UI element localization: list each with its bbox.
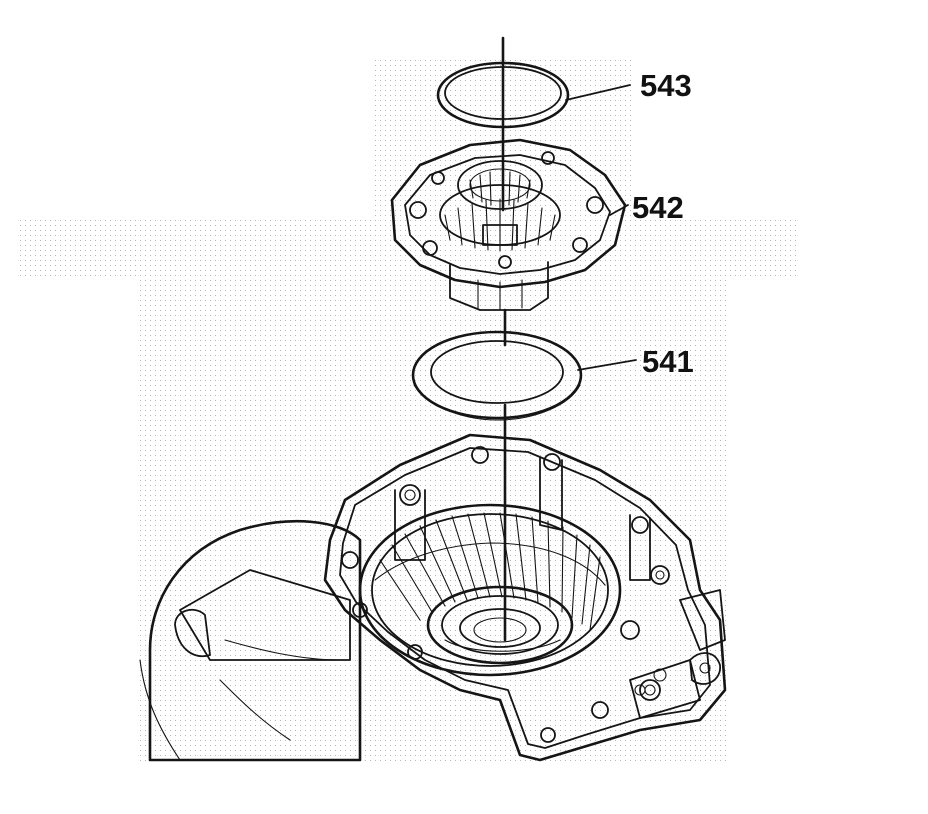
callout-541: 541: [642, 344, 694, 379]
callout-leaders: [565, 84, 637, 371]
ring-gear-teeth: [374, 512, 606, 631]
callout-543: 543: [640, 68, 692, 103]
flange-bolt-holes: [341, 446, 670, 743]
part-541-gasket: [411, 330, 583, 421]
assembly-centerline: [501, 36, 507, 642]
callout-542: 542: [632, 190, 684, 225]
screen-tone-background: [20, 60, 800, 765]
transmission-housing: [139, 433, 727, 762]
